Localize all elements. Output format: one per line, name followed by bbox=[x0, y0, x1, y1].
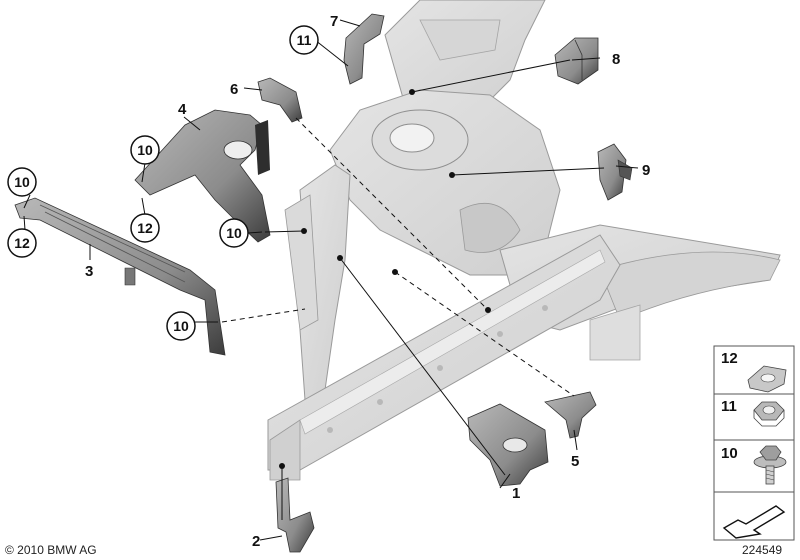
callout-5: 5 bbox=[571, 453, 579, 470]
callout-3: 3 bbox=[85, 263, 93, 280]
legend-label-10: 10 bbox=[721, 445, 738, 462]
circled-callout-10-d: 10 bbox=[173, 318, 189, 334]
callout-2: 2 bbox=[252, 533, 260, 550]
circled-callout-10-a: 10 bbox=[137, 142, 153, 158]
part-6-bracket bbox=[257, 77, 303, 123]
part-5-bracket bbox=[544, 391, 597, 439]
parts bbox=[14, 13, 633, 553]
legend-label-11: 11 bbox=[721, 398, 737, 415]
clip-nut-icon bbox=[747, 365, 787, 393]
part-8-bracket bbox=[554, 37, 599, 85]
callout-4: 4 bbox=[178, 101, 187, 118]
image-number: 224549 bbox=[742, 543, 782, 557]
direction-arrow-icon bbox=[722, 505, 786, 539]
leader-dots bbox=[279, 89, 491, 469]
part-2-bracket bbox=[275, 477, 315, 553]
part-9-bracket bbox=[597, 143, 627, 201]
copyright-text: © 2010 BMW AG bbox=[5, 543, 97, 557]
hex-nut-icon bbox=[753, 401, 785, 427]
part-3-support bbox=[14, 197, 226, 356]
callout-9: 9 bbox=[642, 162, 650, 179]
callout-8: 8 bbox=[612, 51, 620, 68]
callout-6: 6 bbox=[230, 81, 238, 98]
circled-callouts: 11 10 12 10 12 10 10 bbox=[7, 25, 319, 341]
circled-callout-10-c: 10 bbox=[226, 225, 242, 241]
leader-lines bbox=[23, 19, 639, 541]
callout-numbers: 1 2 3 4 5 6 7 8 9 bbox=[85, 13, 650, 550]
part-7-bracket bbox=[343, 13, 385, 85]
body-structure bbox=[267, 0, 781, 481]
circled-callout-11: 11 bbox=[297, 32, 312, 48]
callout-7: 7 bbox=[330, 13, 338, 30]
legend-panel: 12 11 10 bbox=[713, 345, 795, 541]
circled-callout-12-a: 12 bbox=[137, 220, 153, 236]
dashed-lines bbox=[221, 117, 575, 397]
legend-label-12: 12 bbox=[721, 350, 738, 367]
callout-1: 1 bbox=[512, 485, 520, 502]
circled-callout-10-b: 10 bbox=[14, 174, 30, 190]
circled-callout-12-b: 12 bbox=[14, 235, 30, 251]
flange-bolt-icon bbox=[753, 445, 787, 485]
